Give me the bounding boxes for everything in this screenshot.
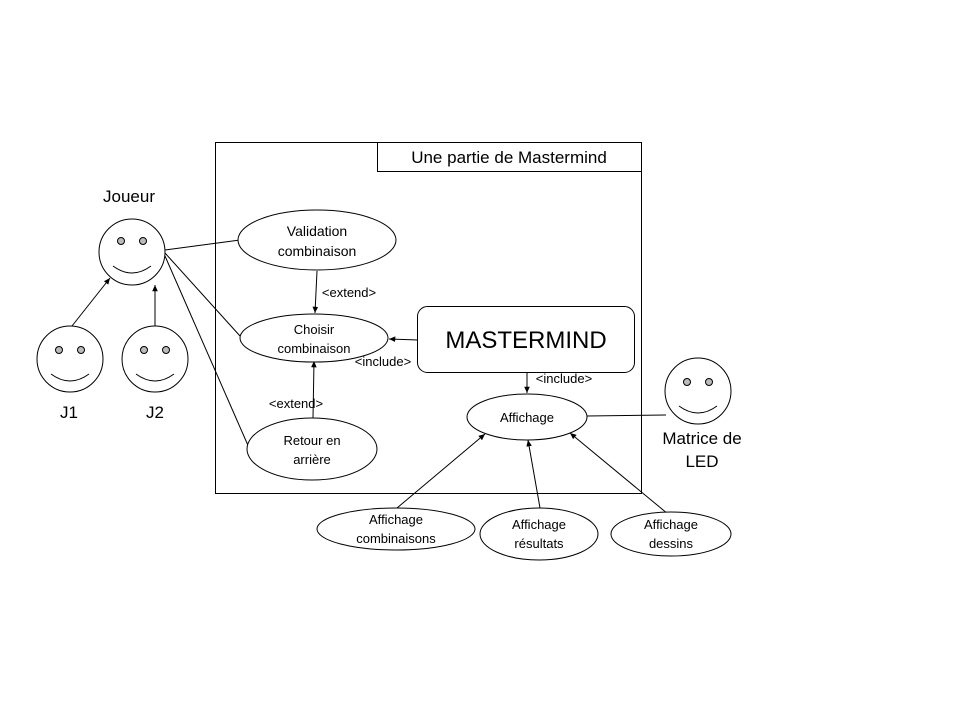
usecase-choisir-line2: combinaison — [278, 341, 351, 356]
extend-validation-choisir — [312, 270, 319, 314]
usecase-affcomb-line2: combinaisons — [356, 531, 436, 546]
actor-matrice-label-line1: Matrice de — [662, 429, 741, 448]
extend-label-bottom: <extend> — [269, 396, 323, 411]
gen-affdes-affichage — [569, 432, 669, 515]
mastermind-label: MASTERMIND — [445, 327, 606, 354]
actor-j2 — [121, 325, 189, 393]
usecase-choisir-combinaison — [239, 313, 389, 363]
actor-j2-label: J2 — [146, 403, 164, 422]
include-mastermind-choisir — [388, 336, 419, 343]
assoc-joueur-validation — [164, 239, 241, 251]
assoc-joueur-retour — [164, 255, 251, 451]
include-label-down: <include> — [536, 371, 592, 386]
usecase-affichage-label: Affichage — [500, 410, 554, 425]
system-title: Une partie de Mastermind — [411, 148, 607, 167]
usecase-retour-en-arriere — [246, 417, 378, 481]
usecase-affres-line2: résultats — [514, 536, 564, 551]
gen-affcomb-affichage — [396, 433, 486, 509]
assoc-affichage-matrice — [586, 414, 667, 417]
mastermind-box — [417, 306, 635, 373]
usecase-affichage-resultats — [479, 507, 599, 561]
usecase-affcomb-line1: Affichage — [369, 512, 423, 527]
gen-affres-affichage — [526, 439, 541, 509]
usecase-validation-combinaison — [237, 209, 397, 271]
include-label-left: <include> — [355, 354, 411, 369]
usecase-affichage-dessins — [610, 511, 732, 557]
system-title-box — [377, 142, 642, 172]
smiley-face-icon — [664, 357, 732, 425]
smiley-face-icon — [36, 325, 104, 393]
usecase-retour-line2: arrière — [293, 452, 331, 467]
actor-matrice-label-line2: LED — [685, 452, 718, 471]
extend-label-top: <extend> — [322, 285, 376, 300]
actor-matrice-led — [664, 357, 732, 425]
usecase-choisir-line1: Choisir — [294, 322, 335, 337]
extend-retour-choisir — [311, 360, 317, 419]
smiley-face-icon — [121, 325, 189, 393]
actor-j1-label: J1 — [60, 403, 78, 422]
usecase-affdes-line1: Affichage — [644, 517, 698, 532]
usecase-affichage — [466, 393, 588, 441]
actor-joueur-label: Joueur — [103, 187, 155, 206]
usecase-affichage-combinaisons — [316, 507, 476, 551]
usecase-affres-line1: Affichage — [512, 517, 566, 532]
usecase-validation-line1: Validation — [287, 223, 347, 239]
usecase-retour-line1: Retour en — [283, 433, 340, 448]
actor-joueur — [98, 218, 166, 286]
usecase-affdes-line2: dessins — [649, 536, 694, 551]
gen-j1-joueur — [71, 277, 111, 327]
usecase-validation-line2: combinaison — [278, 243, 357, 259]
smiley-face-icon — [98, 218, 166, 286]
actor-j1 — [36, 325, 104, 393]
assoc-joueur-choisir — [164, 252, 241, 337]
